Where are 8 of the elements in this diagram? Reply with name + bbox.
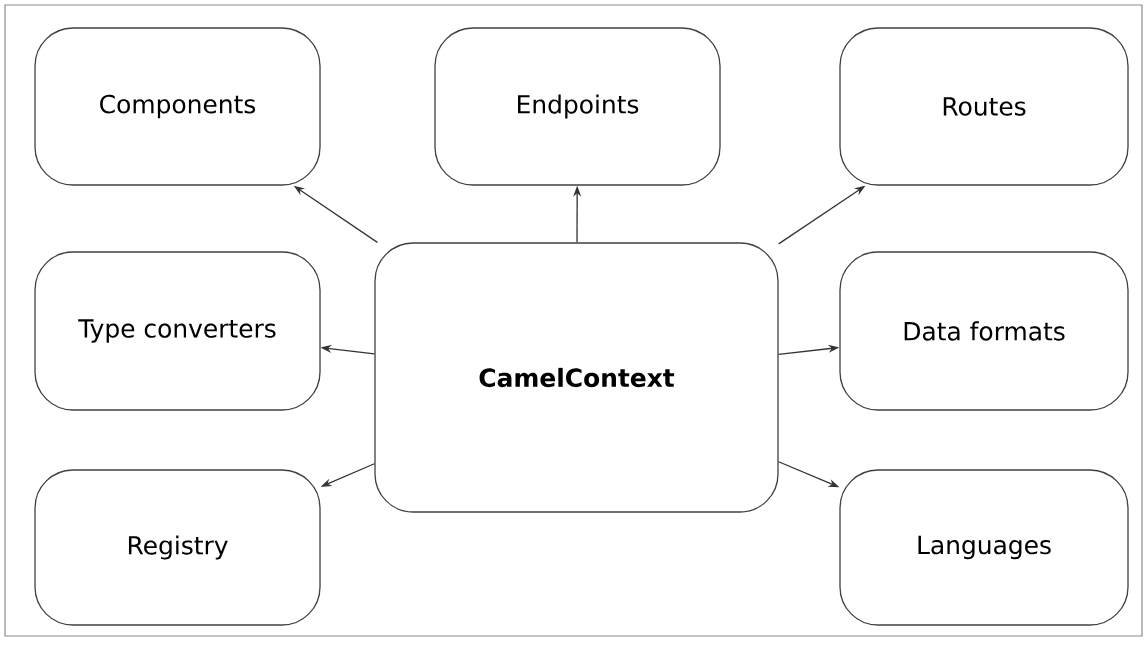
concept-box: Type converters <box>34 251 321 411</box>
concept-box: Registry <box>34 469 321 626</box>
concept-box: Endpoints <box>434 27 721 186</box>
concept-box: Languages <box>839 469 1129 626</box>
concept-box: Data formats <box>839 251 1129 411</box>
context-box: CamelContext <box>374 242 779 513</box>
concept-box: Components <box>34 27 321 186</box>
concept-box: Routes <box>839 27 1129 186</box>
